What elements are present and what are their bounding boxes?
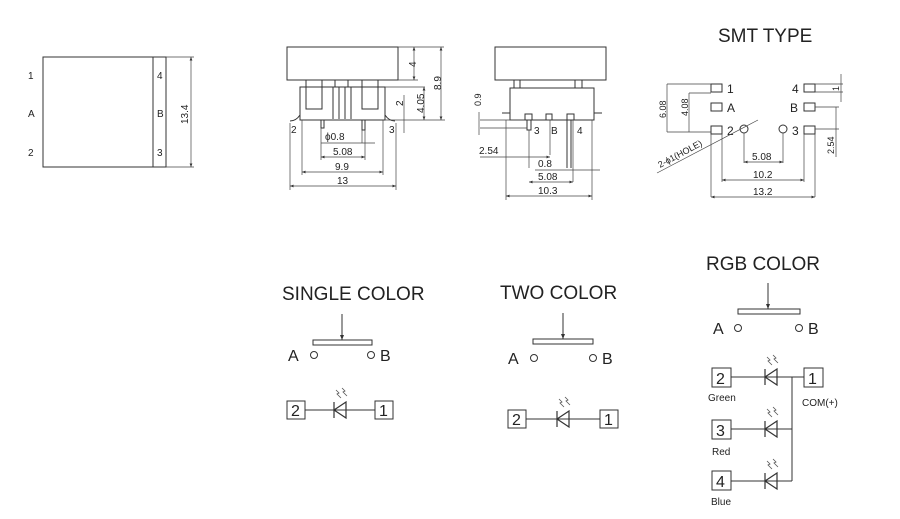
pin-box: 2 (291, 403, 300, 420)
led-icon (556, 396, 571, 428)
dim-width: 13 (337, 176, 349, 187)
rgb-title: RGB COLOR (706, 254, 820, 275)
pin-label: B (157, 109, 164, 120)
single-title: SINGLE COLOR (282, 284, 425, 305)
led-icon (333, 387, 348, 419)
front-view: 4 8.9 4.05 2 2 3 ϕ0.8 5.08 9.9 13 (286, 46, 445, 190)
dim-pitch: 5.08 (538, 172, 558, 183)
pin-box: 1 (604, 412, 613, 429)
terminal-a: A (508, 351, 519, 368)
pin-box: 1 (379, 403, 388, 420)
terminal-b: B (808, 321, 819, 338)
pin-label: 3 (157, 148, 163, 159)
pin-label: 3 (389, 125, 395, 136)
dim-inner: 10.2 (753, 170, 773, 181)
single-color-schematic: SINGLE COLOR A B 2 1 (282, 284, 425, 420)
pin-label: B (551, 126, 558, 137)
smt-footprint: SMT TYPE 1 A 2 4 B 3 6.08 4.08 1 2.54 2-… (656, 26, 843, 199)
channel-green: 2 Green (708, 354, 792, 404)
dim-standoff: 0.9 (473, 93, 483, 106)
pad-label: 4 (792, 82, 799, 96)
channel-red: 3 Red (711, 406, 792, 458)
channel-label: Red (712, 447, 730, 458)
pad-label: 1 (727, 82, 734, 96)
dim-base: 4.05 (416, 93, 427, 113)
terminal-a: A (288, 348, 299, 365)
pad-label: B (790, 101, 798, 115)
hole-label: 2-ϕ1(HOLE) (656, 138, 704, 170)
led-icon (764, 406, 779, 438)
dim-holes: 5.08 (752, 152, 772, 163)
dim-height: 13.4 (180, 104, 191, 124)
pin-label: 3 (534, 126, 540, 137)
dim-pin-dia: ϕ0.8 (325, 132, 345, 143)
channel-blue: 4 Blue (711, 458, 792, 508)
two-color-schematic: TWO COLOR A B 2 1 (500, 283, 619, 429)
pin-label: 2 (28, 148, 34, 159)
dim-width: 10.3 (538, 186, 558, 197)
two-title: TWO COLOR (500, 283, 617, 304)
channel-label: Blue (711, 497, 731, 508)
pin-box: 4 (716, 474, 725, 491)
smt-title: SMT TYPE (718, 26, 812, 47)
pin-label: A (28, 109, 35, 120)
pad-label: A (727, 101, 735, 115)
dim-pitch-right: 2.54 (826, 136, 836, 154)
pin-label: 2 (291, 125, 297, 136)
dim-total: 8.9 (433, 76, 444, 90)
pin-label: 4 (577, 126, 583, 137)
dim-cap: 4 (408, 61, 419, 67)
dim-offset: 2.54 (479, 146, 499, 157)
pin-label: 4 (157, 71, 163, 82)
pad-label: 2 (727, 124, 734, 138)
led-icon (764, 354, 779, 386)
dim-a: 6.08 (658, 100, 668, 118)
terminal-b: B (380, 348, 391, 365)
dim-b: 4.08 (680, 98, 690, 116)
pin-box: 2 (716, 371, 725, 388)
channel-label: Green (708, 393, 736, 404)
pin-box: 2 (512, 412, 521, 429)
pin-box: 3 (716, 423, 725, 440)
pin-box: 1 (808, 371, 817, 388)
dim-pitch: 5.08 (333, 147, 353, 158)
side-view: 0.9 3 B 4 2.54 0.8 5.08 10.3 (473, 46, 607, 200)
pad-label: 3 (792, 124, 799, 138)
top-view: 1 A 2 4 B 3 13.4 (28, 56, 194, 168)
dim-pad: 1 (831, 86, 841, 91)
dim-pin: 2 (395, 100, 406, 106)
rgb-color-schematic: RGB COLOR A B 1 COM(+) 2 Green 3 Red 4 B… (706, 254, 838, 508)
pin-label: 1 (28, 71, 34, 82)
dim-inner: 9.9 (335, 162, 349, 173)
led-icon (764, 458, 779, 490)
common-label: COM(+) (802, 398, 838, 409)
dim-pin: 0.8 (538, 159, 552, 170)
dim-outer: 13.2 (753, 187, 773, 198)
terminal-b: B (602, 351, 613, 368)
terminal-a: A (713, 321, 724, 338)
